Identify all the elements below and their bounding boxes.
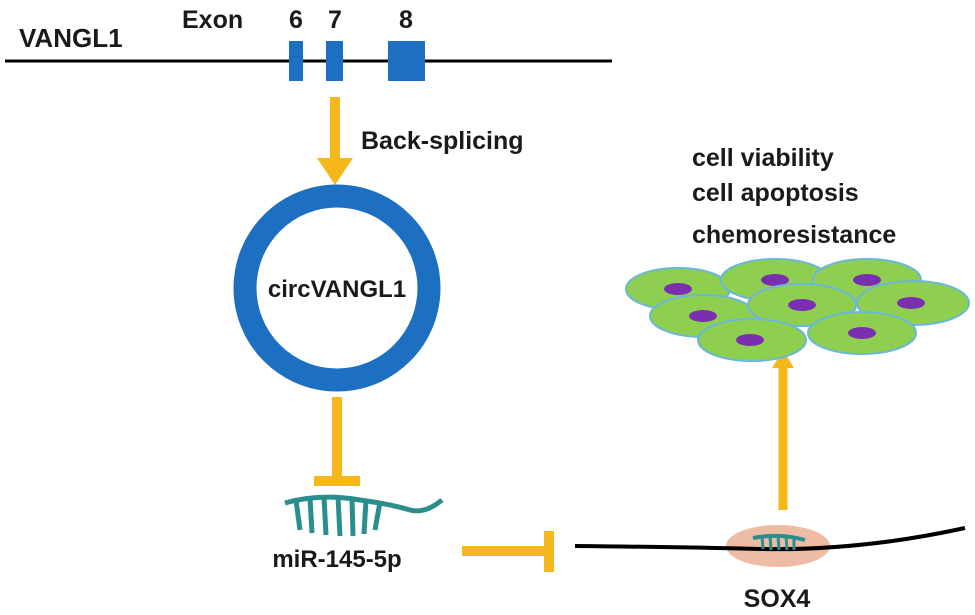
cell-nucleus [664,283,692,295]
cell-nucleus [897,297,925,309]
exon-number-7: 7 [328,6,342,34]
sox4-mrna-strand [574,526,966,552]
back-splicing-label: Back-splicing [361,127,524,155]
sox4-activation-arrow [772,350,794,510]
exon-6-block [289,41,303,81]
exon-7-block [326,41,343,81]
outcome-item: cell viability [692,144,834,172]
activation-arrowhead [772,350,794,368]
cell [807,311,917,355]
cell-nucleus [736,334,764,346]
gene-name: VANGL1 [19,23,123,53]
circrna-ring [233,184,441,392]
outcome-item: cell apoptosis [692,179,859,207]
mirna-inhibition [462,531,554,572]
exon-8-block [388,41,425,81]
cell-cluster [625,258,970,362]
cell-nucleus [848,327,876,339]
sox4-mrna: SOX4 [574,525,966,613]
back-splicing-arrow: Back-splicing [317,97,524,185]
mirna-strand [284,494,444,514]
mirna-teeth [293,496,383,537]
back-splicing-arrowhead [317,158,353,185]
exon-number-8: 8 [399,6,413,34]
cell-nucleus [689,310,717,322]
cell-nucleus [853,274,881,286]
cell-nucleus [761,274,789,286]
exon-label: Exon [182,6,243,34]
cell-nucleus [788,299,816,311]
circrna-inhibition [314,397,360,486]
mirna: miR-145-5p [272,494,444,573]
mirna-label: miR-145-5p [272,546,401,573]
gene-locus: VANGL1 Exon 6 7 8 [5,6,612,81]
cell [697,318,807,362]
bound-mirna-teeth [760,534,796,551]
outcome-item: chemoresistance [692,221,896,249]
circrna-label: circVANGL1 [268,276,406,303]
sox4-label: SOX4 [744,585,811,613]
exon-number-6: 6 [289,6,303,34]
outcome-list: cell viability cell apoptosis chemoresis… [692,144,896,249]
circrna: circVANGL1 [233,184,441,392]
